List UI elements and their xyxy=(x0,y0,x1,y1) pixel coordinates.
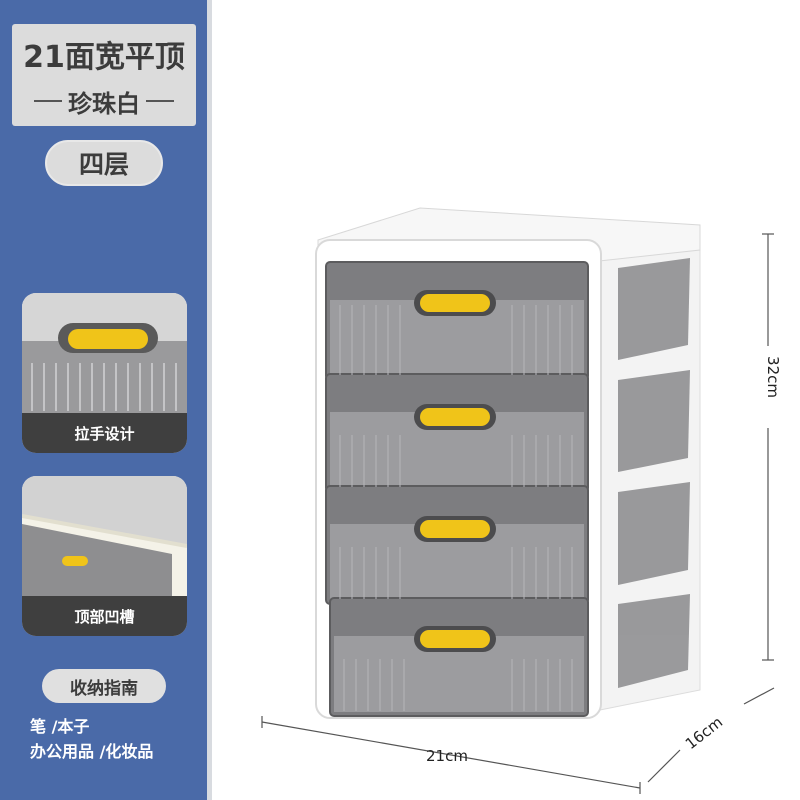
feature-card-top-groove: 顶部凹槽 xyxy=(22,476,187,636)
tier-badge: 四层 xyxy=(45,140,163,186)
storage-guide-badge: 收纳指南 xyxy=(42,669,166,703)
subtitle-row: 珍珠白 xyxy=(12,84,196,118)
feature-card-handle: 拉手设计 xyxy=(22,293,187,453)
height-dimension-label: 32cm xyxy=(763,356,782,398)
feature-label-handle: 拉手设计 xyxy=(22,413,187,453)
drawer-2 xyxy=(325,373,589,493)
divider-right xyxy=(146,100,174,102)
sidebar-panel: 21面宽平顶 珍珠白 四层 拉手设计 xyxy=(0,0,207,800)
sidebar-edge xyxy=(207,0,212,800)
dimension-lines xyxy=(261,233,775,794)
drawer-3 xyxy=(325,485,589,605)
top-groove-closeup-image xyxy=(22,476,187,596)
width-dimension-label: 21cm xyxy=(426,747,468,765)
use-item-2: 办公用品 /化妆品 xyxy=(30,742,154,761)
drawer-1 xyxy=(325,261,589,381)
handle-closeup-image xyxy=(22,293,187,413)
use-item-1: 笔 /本子 xyxy=(30,717,90,736)
title-card: 21面宽平顶 珍珠白 xyxy=(12,24,196,126)
product-color: 珍珠白 xyxy=(68,89,140,118)
product-title: 21面宽平顶 xyxy=(23,40,185,75)
divider-left xyxy=(34,100,62,102)
feature-label-top-groove: 顶部凹槽 xyxy=(22,596,187,636)
